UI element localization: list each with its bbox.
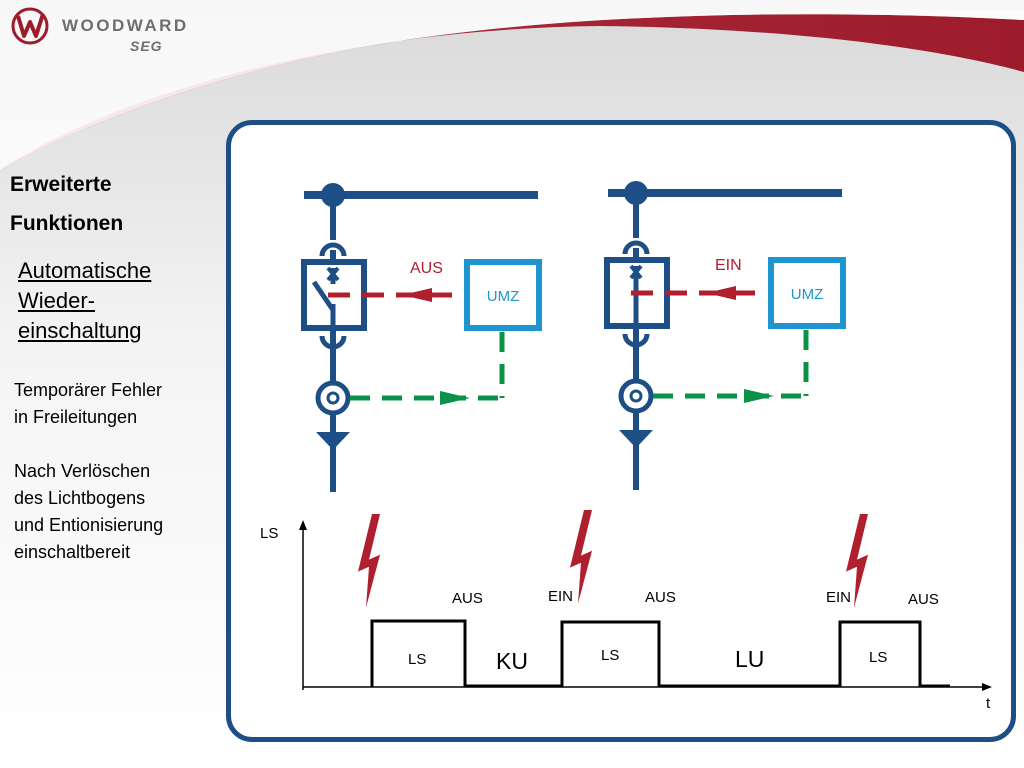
measure-arrow-icon: [744, 389, 774, 403]
breaker-state-trace: [370, 619, 950, 688]
note2-line1: Nach Verlöschen: [14, 461, 151, 481]
lightning-bolt-icon: [570, 510, 592, 604]
company-logo: WOODWARD SEG: [10, 6, 210, 56]
earth-arrow-icon: [619, 430, 653, 448]
timing-diagram: LS t LS KU LS LU LS AUS EIN AUS EIN AUS: [260, 510, 992, 712]
note2-line3: und Entionisierung: [14, 515, 164, 535]
relay-umz-box: [768, 257, 846, 329]
segment-label-ku: KU: [496, 648, 528, 674]
subtitle-line3: einschaltung: [18, 318, 142, 343]
segment-label-lu: LU: [735, 646, 764, 672]
close-arrow-icon: [706, 286, 736, 300]
note2-line2: des Lichtbogens: [14, 488, 146, 508]
trip-command-label: AUS: [410, 260, 443, 277]
segment-label-ls-3: LS: [869, 649, 887, 666]
segment-label-ls-1: LS: [408, 651, 426, 668]
circuit-right: UMZ EIN: [604, 181, 846, 490]
page-title-line1: Erweiterte: [10, 173, 112, 196]
current-transformer-icon: [315, 380, 351, 416]
segment-label-ls-2: LS: [601, 647, 619, 664]
note-temporary-fault: Temporärer Fehler in Freileitungen: [14, 377, 219, 431]
page-title-line2: Funktionen: [10, 212, 124, 235]
trip-arrow-icon: [402, 288, 432, 302]
note2-line4: einschaltbereit: [14, 542, 131, 562]
note1-line2: in Freileitungen: [14, 407, 138, 427]
note-reclose-ready: Nach Verlöschen des Lichtbogens und Enti…: [14, 458, 219, 566]
relay-umz-label: UMZ: [487, 288, 520, 305]
x-axis-label: t: [986, 695, 991, 712]
breaker-contact-open: [311, 280, 336, 312]
event-label-aus-2: AUS: [645, 589, 676, 606]
close-command-label: EIN: [715, 257, 742, 274]
y-axis-label: LS: [260, 525, 278, 542]
circuit-left: UMZ AUS: [301, 183, 542, 492]
lightning-bolt-icon: [358, 514, 380, 608]
relay-umz-box: [464, 259, 542, 331]
section-subtitle: Automatische Wieder- einschaltung: [18, 256, 218, 346]
y-axis-arrow-icon: [299, 520, 307, 530]
note1-line1: Temporärer Fehler: [14, 380, 163, 400]
disconnector-top-icon: [319, 242, 347, 257]
logo-submark: SEG: [130, 38, 163, 54]
current-transformer-icon: [618, 378, 654, 414]
logo-wordmark: WOODWARD: [62, 16, 189, 35]
event-label-ein-2: EIN: [826, 589, 851, 606]
measure-arrow-icon: [440, 391, 470, 405]
event-label-ein-1: EIN: [548, 588, 573, 605]
woodward-emblem-icon: [11, 7, 49, 45]
event-label-aus-1: AUS: [452, 590, 483, 607]
subtitle-line2: Wieder-: [18, 288, 96, 313]
earth-arrow-icon: [316, 432, 350, 450]
current-transformer-core: [326, 391, 340, 405]
relay-umz-label: UMZ: [791, 286, 824, 303]
event-label-aus-3: AUS: [908, 591, 939, 608]
disconnector-top-icon: [622, 240, 650, 255]
current-transformer-core: [629, 389, 643, 403]
subtitle-line1: Automatische: [18, 258, 152, 283]
x-axis-arrow-icon: [982, 683, 992, 691]
